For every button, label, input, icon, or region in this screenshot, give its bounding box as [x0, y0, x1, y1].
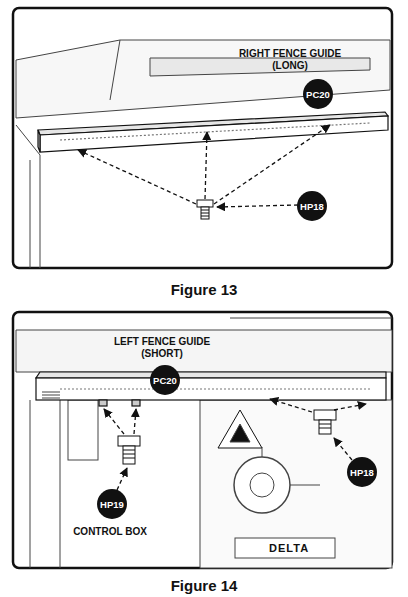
figure-caption: Figure 13	[171, 281, 238, 299]
part-label: RIGHT FENCE GUIDE (LONG)	[235, 48, 345, 72]
callout-number: HP18	[347, 457, 377, 487]
brand-logo: DELTA	[269, 542, 309, 554]
callout-text: HP18	[350, 467, 374, 478]
callout-text: PC20	[306, 89, 330, 100]
callout-number: HP19	[97, 489, 127, 519]
callout-number: PC20	[303, 79, 333, 109]
part-label: LEFT FENCE GUIDE (SHORT)	[107, 336, 217, 360]
callout-text: HP18	[300, 201, 324, 212]
figure-caption: Figure 14	[171, 577, 238, 595]
callout-text: HP19	[100, 499, 124, 510]
callout-number: HP18	[297, 191, 327, 221]
callout-number: PC20	[150, 365, 180, 395]
part-label: CONTROL BOX	[73, 526, 147, 538]
callout-text: PC20	[153, 375, 177, 386]
